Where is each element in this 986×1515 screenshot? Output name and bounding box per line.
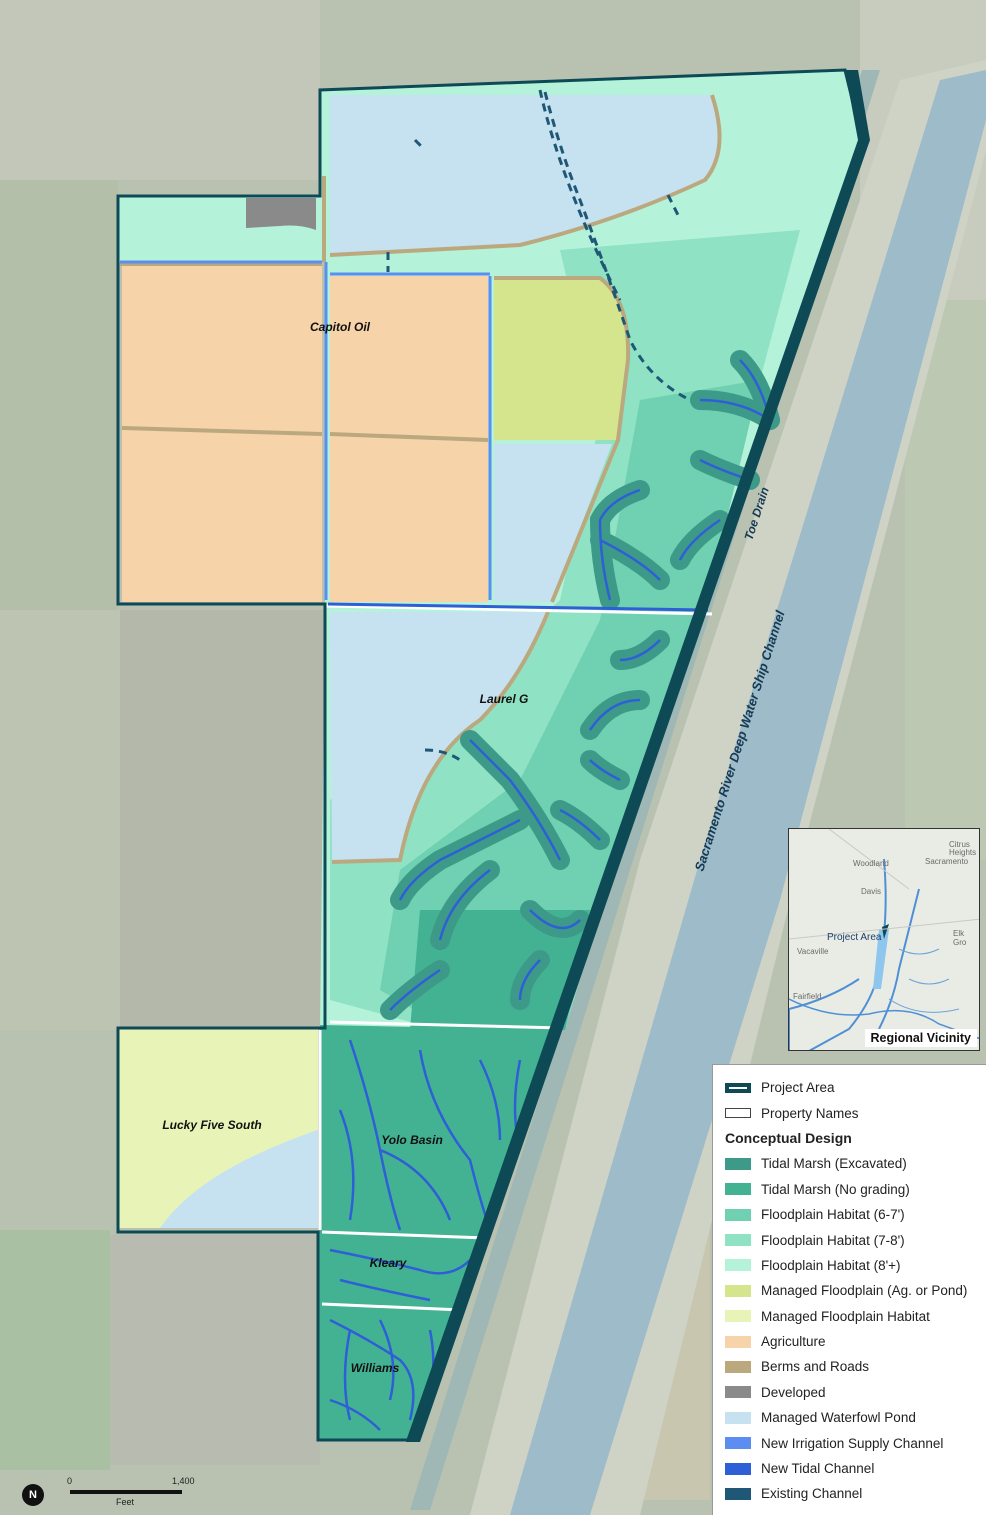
managed-waterfowl-pond (330, 95, 720, 255)
label-capitol-oil: Capitol Oil (310, 320, 371, 334)
label-kleary: Kleary (370, 1256, 408, 1270)
berms-and-roads (120, 94, 722, 864)
inset-city: Sacramento (925, 857, 969, 866)
aerial-field (0, 0, 320, 180)
label-williams: Williams (351, 1361, 400, 1375)
inset-city: Elk Gro (953, 929, 967, 947)
legend-row-project-area: Project Area (725, 1075, 986, 1100)
inset-city: Citrus Heights (949, 840, 977, 857)
legend-swatch (725, 1157, 751, 1170)
scale-zero-label: 0 (67, 1476, 73, 1486)
legend-label: Property Names (761, 1105, 859, 1121)
managed-waterfowl-pond (160, 1130, 318, 1228)
label-yolo-basin: Yolo Basin (381, 1133, 443, 1147)
legend-swatch (725, 1208, 751, 1221)
legend-swatch (725, 1284, 751, 1297)
legend-item: Managed Floodplain (Ag. or Pond) (725, 1278, 986, 1303)
legend-label: New Irrigation Supply Channel (761, 1435, 944, 1451)
legend-swatch (725, 1437, 751, 1450)
legend-item: New Irrigation Supply Channel (725, 1430, 986, 1455)
property-name-lines (318, 604, 713, 1312)
legend-swatch (725, 1462, 751, 1475)
inset-title: Regional Vicinity (864, 1029, 977, 1047)
legend-label: Floodplain Habitat (6-7') (761, 1207, 905, 1223)
legend-item: Tidal Marsh (No grading) (725, 1177, 986, 1202)
project-area-swatch (725, 1082, 751, 1093)
aerial-field (120, 610, 325, 1030)
legend-label: Floodplain Habitat (7-8') (761, 1232, 905, 1248)
aerial-field (0, 1230, 110, 1470)
legend-row-property-names: Property Names (725, 1100, 986, 1125)
north-arrow-icon: N (22, 1484, 44, 1506)
legend-label: Floodplain Habitat (8'+) (761, 1257, 901, 1273)
inset-city: Davis (861, 887, 882, 896)
irrigation-divider (327, 602, 709, 612)
inset-map (789, 829, 979, 1050)
inset-project-area-label: Project Area (827, 932, 882, 943)
ship-channel-water (510, 70, 986, 1515)
inset-city: Vacaville (797, 947, 829, 956)
legend-label: New Tidal Channel (761, 1461, 875, 1477)
managed-floodplain-ag (494, 280, 629, 440)
managed-waterfowl-pond (494, 444, 612, 602)
legend-label: Managed Floodplain Habitat (761, 1308, 930, 1324)
legend-item: Managed Floodplain Habitat (725, 1304, 986, 1329)
legend-label: Developed (761, 1384, 826, 1400)
aerial-field (110, 1235, 320, 1465)
legend-label: Tidal Marsh (No grading) (761, 1181, 910, 1197)
managed-floodplain-habitat (118, 1028, 318, 1228)
new-tidal-channel (329, 359, 772, 1431)
legend-swatch (725, 1310, 751, 1323)
legend-item: Agriculture (725, 1329, 986, 1354)
legend-swatch (725, 1487, 751, 1500)
legend-swatch (725, 1360, 751, 1373)
label-lucky-five-south: Lucky Five South (162, 1118, 261, 1132)
scale-unit-label: Feet (116, 1497, 135, 1507)
tidal-marsh-no-grading (410, 910, 590, 1030)
aerial-field (0, 610, 120, 1030)
inset-city: Fairfield (793, 992, 822, 1001)
legend-item: Floodplain Habitat (7-8') (725, 1227, 986, 1252)
property-names-swatch (725, 1108, 751, 1119)
legend-swatch (725, 1386, 751, 1399)
inset-city: Woodland (853, 859, 889, 868)
legend-item: Existing Channel (725, 1481, 986, 1506)
legend-swatch (725, 1183, 751, 1196)
managed-waterfowl-pond (330, 612, 548, 860)
legend-label: Project Area (761, 1080, 835, 1096)
map-legend: Project Area Property Names Conceptual D… (712, 1064, 986, 1515)
legend-label: Managed Waterfowl Pond (761, 1410, 916, 1426)
legend-item: Floodplain Habitat (6-7') (725, 1202, 986, 1227)
project-area-outline[interactable] (116, 68, 864, 1442)
legend-label: Agriculture (761, 1334, 826, 1350)
legend-items: Tidal Marsh (Excavated) Tidal Marsh (No … (725, 1151, 986, 1506)
legend-swatch (725, 1411, 751, 1424)
legend-item: Tidal Marsh (Excavated) (725, 1151, 986, 1176)
legend-heading: Conceptual Design (725, 1129, 852, 1146)
legend-item: Berms and Roads (725, 1354, 986, 1379)
legend-swatch (725, 1234, 751, 1247)
legend-label: Berms and Roads (761, 1359, 870, 1375)
legend-label: Managed Floodplain (Ag. or Pond) (761, 1283, 968, 1299)
legend-swatch (725, 1335, 751, 1348)
regional-vicinity-inset: Woodland Citrus Heights Davis Sacramento… (788, 828, 980, 1051)
new-irrigation-supply-channel (120, 260, 492, 600)
floodplain-6-7 (380, 380, 760, 1030)
developed-area (246, 198, 316, 230)
legend-label: Tidal Marsh (Excavated) (761, 1156, 907, 1172)
legend-label: Existing Channel (761, 1486, 863, 1502)
existing-channel-dashed (386, 89, 691, 762)
legend-item: New Tidal Channel (725, 1456, 986, 1481)
legend-swatch (725, 1259, 751, 1272)
legend-item: Developed (725, 1380, 986, 1405)
legend-item: Floodplain Habitat (8'+) (725, 1253, 986, 1278)
scale-distance-label: 1,400 (172, 1476, 195, 1486)
legend-item: Managed Waterfowl Pond (725, 1405, 986, 1430)
scale-bar (70, 1490, 182, 1494)
aerial-field (0, 180, 118, 610)
label-laurel-g: Laurel G (480, 692, 529, 706)
